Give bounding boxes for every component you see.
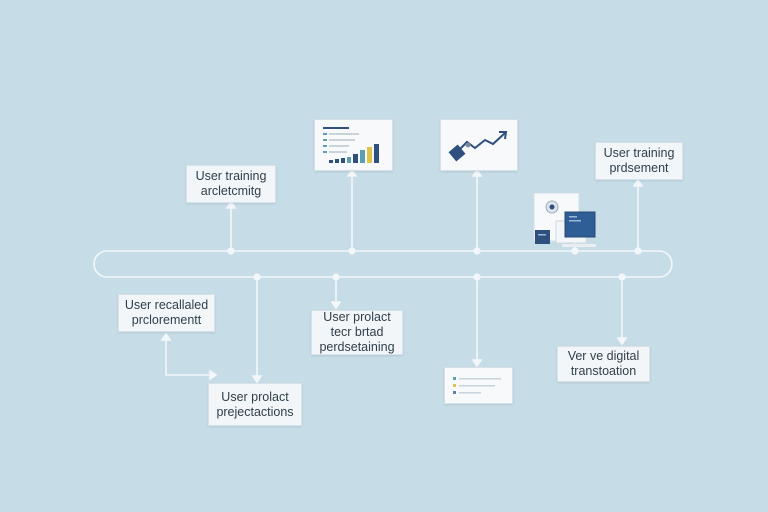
label-top-left-line1: User training xyxy=(195,169,267,183)
label-bottom-left-lower: User prolact prejectactions xyxy=(208,383,302,426)
timeline-track xyxy=(93,250,673,278)
bar-chart-card xyxy=(314,119,393,171)
list-card xyxy=(444,367,513,404)
label-bottom-right-line2: transtoation xyxy=(570,364,637,378)
devices-card xyxy=(532,192,598,249)
label-bottom-middle-line2: tecr brtad xyxy=(330,325,384,339)
label-top-left: User training arcletcmitg xyxy=(186,165,276,203)
label-bottom-middle-line1: User prolact xyxy=(323,310,391,324)
label-bottom-left: User recallaled prclorementt xyxy=(118,294,215,332)
label-top-right-line2: prdsement xyxy=(609,161,669,175)
label-bottom-middle-line3: perdsetaining xyxy=(319,340,395,354)
label-bottom-right: Ver ve digital transtoation xyxy=(557,346,650,382)
list-icon xyxy=(453,377,501,394)
label-bottom-middle: User prolact tecr brtad perdsetaining xyxy=(311,310,403,355)
upper-connectors xyxy=(225,168,644,255)
label-bottom-left-lower-line2: prejectactions xyxy=(216,404,294,419)
label-bottom-left-line2: prclorementt xyxy=(131,313,202,327)
label-top-left-line2: arcletcmitg xyxy=(200,184,262,198)
devices-icon xyxy=(533,192,596,247)
bar-chart-icon xyxy=(323,127,379,163)
label-bottom-left-line1: User recallaled xyxy=(124,298,209,312)
label-top-right-line1: User training xyxy=(603,146,675,160)
lower-connectors xyxy=(160,273,628,384)
label-bottom-right-line1: Ver ve digital xyxy=(567,349,640,363)
trend-arrow-icon xyxy=(448,131,508,162)
label-bottom-left-lower-line1: User prolact xyxy=(221,389,289,404)
label-top-right: User training prdsement xyxy=(595,142,683,180)
trend-card xyxy=(440,119,518,171)
